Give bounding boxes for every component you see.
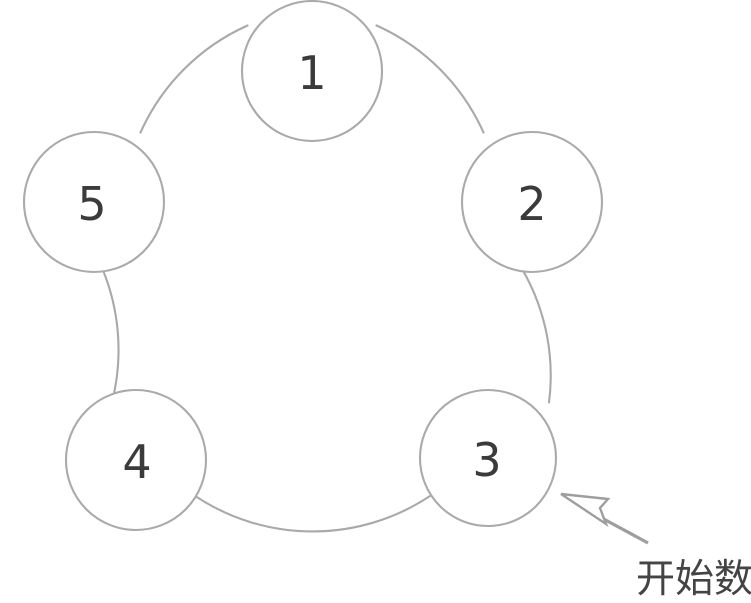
node-3-label: 3 xyxy=(472,433,501,487)
annotation-arrow-head-icon xyxy=(560,492,611,528)
node-2-circle[interactable] xyxy=(460,130,604,274)
annotation-label: 开始数 xyxy=(636,557,751,602)
annotation-arrow-shaft xyxy=(599,515,649,545)
annotation-arrow xyxy=(560,492,649,545)
node-5-label: 5 xyxy=(77,177,106,231)
edge-node4-node5 xyxy=(101,267,120,400)
node-4-circle[interactable] xyxy=(64,388,208,532)
node-4[interactable]: 4 xyxy=(64,388,208,532)
node-1-circle[interactable] xyxy=(240,0,384,143)
node-5[interactable]: 5 xyxy=(22,130,166,274)
node-3[interactable]: 3 xyxy=(418,388,558,528)
node-4-label: 4 xyxy=(122,435,151,489)
edge-node2-node3 xyxy=(522,270,552,404)
node-5-circle[interactable] xyxy=(22,130,166,274)
node-group: 1 2 3 4 5 xyxy=(22,0,604,532)
edge-node3-node4 xyxy=(194,494,432,533)
node-1-label: 1 xyxy=(297,46,326,100)
edge-node1-node2 xyxy=(375,24,485,134)
node-3-circle[interactable] xyxy=(418,388,558,528)
node-2-label: 2 xyxy=(517,177,546,231)
node-2[interactable]: 2 xyxy=(460,130,604,274)
edge-group xyxy=(101,24,552,533)
edge-node5-node1 xyxy=(139,24,249,134)
node-1[interactable]: 1 xyxy=(240,0,384,143)
